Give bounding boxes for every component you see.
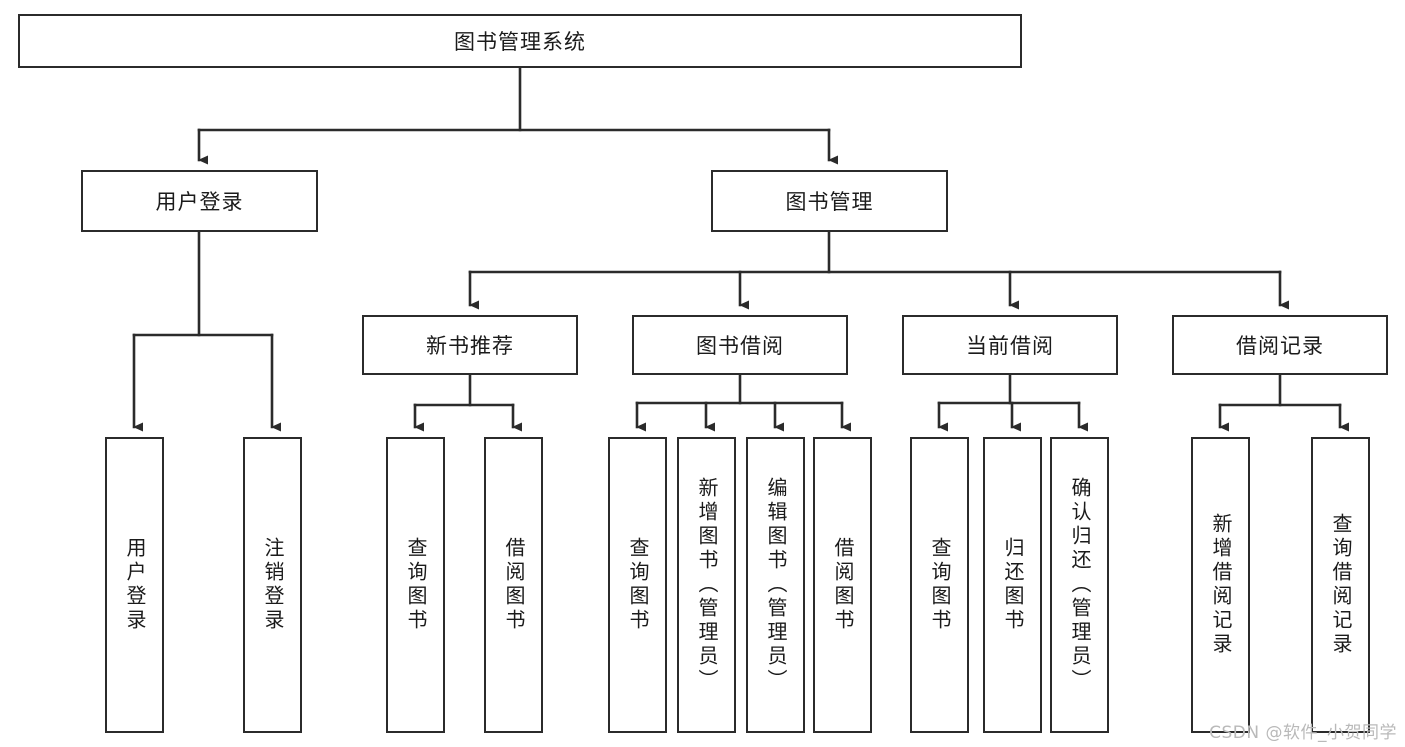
node-leaf-8-label: 查询图书 — [928, 537, 952, 633]
node-leaf-5-label: 新增图书（管理员） — [695, 477, 719, 693]
node-level3-1[interactable]: 图书借阅 — [632, 315, 848, 375]
node-level3-3-label: 借阅记录 — [1236, 334, 1324, 358]
node-leaf-5[interactable]: 新增图书（管理员） — [677, 437, 736, 733]
node-level3-2[interactable]: 当前借阅 — [902, 315, 1118, 375]
node-leaf-9[interactable]: 归还图书 — [983, 437, 1042, 733]
node-leaf-12[interactable]: 查询借阅记录 — [1311, 437, 1370, 733]
node-leaf-12-label: 查询借阅记录 — [1329, 513, 1353, 657]
node-leaf-10-label: 确认归还（管理员） — [1068, 477, 1092, 693]
node-leaf-11[interactable]: 新增借阅记录 — [1191, 437, 1250, 733]
node-leaf-4[interactable]: 查询图书 — [608, 437, 667, 733]
node-level2-1[interactable]: 图书管理 — [711, 170, 948, 232]
node-leaf-0-label: 用户登录 — [123, 537, 147, 633]
tree-edges — [132, 66, 1349, 432]
node-level2-0[interactable]: 用户登录 — [81, 170, 318, 232]
node-leaf-10[interactable]: 确认归还（管理员） — [1050, 437, 1109, 733]
node-root[interactable]: 图书管理系统 — [18, 14, 1022, 68]
node-leaf-3-label: 借阅图书 — [502, 537, 526, 633]
node-root-label: 图书管理系统 — [454, 30, 586, 54]
node-leaf-7-label: 借阅图书 — [831, 537, 855, 633]
node-level3-2-label: 当前借阅 — [966, 334, 1054, 358]
node-leaf-1-label: 注销登录 — [261, 537, 285, 633]
node-level2-0-label: 用户登录 — [155, 190, 244, 214]
node-leaf-6-label: 编辑图书（管理员） — [764, 477, 788, 693]
node-leaf-6[interactable]: 编辑图书（管理员） — [746, 437, 805, 733]
node-level2-1-label: 图书管理 — [785, 190, 874, 214]
node-level3-3[interactable]: 借阅记录 — [1172, 315, 1388, 375]
node-level3-0[interactable]: 新书推荐 — [362, 315, 578, 375]
node-leaf-2[interactable]: 查询图书 — [386, 437, 445, 733]
node-leaf-8[interactable]: 查询图书 — [910, 437, 969, 733]
node-leaf-2-label: 查询图书 — [404, 537, 428, 633]
node-level3-1-label: 图书借阅 — [696, 334, 784, 358]
node-leaf-3[interactable]: 借阅图书 — [484, 437, 543, 733]
node-leaf-1[interactable]: 注销登录 — [243, 437, 302, 733]
node-leaf-7[interactable]: 借阅图书 — [813, 437, 872, 733]
node-leaf-4-label: 查询图书 — [626, 537, 650, 633]
node-level3-0-label: 新书推荐 — [426, 334, 514, 358]
node-leaf-0[interactable]: 用户登录 — [105, 437, 164, 733]
node-leaf-9-label: 归还图书 — [1001, 537, 1025, 633]
node-leaf-11-label: 新增借阅记录 — [1209, 513, 1233, 657]
